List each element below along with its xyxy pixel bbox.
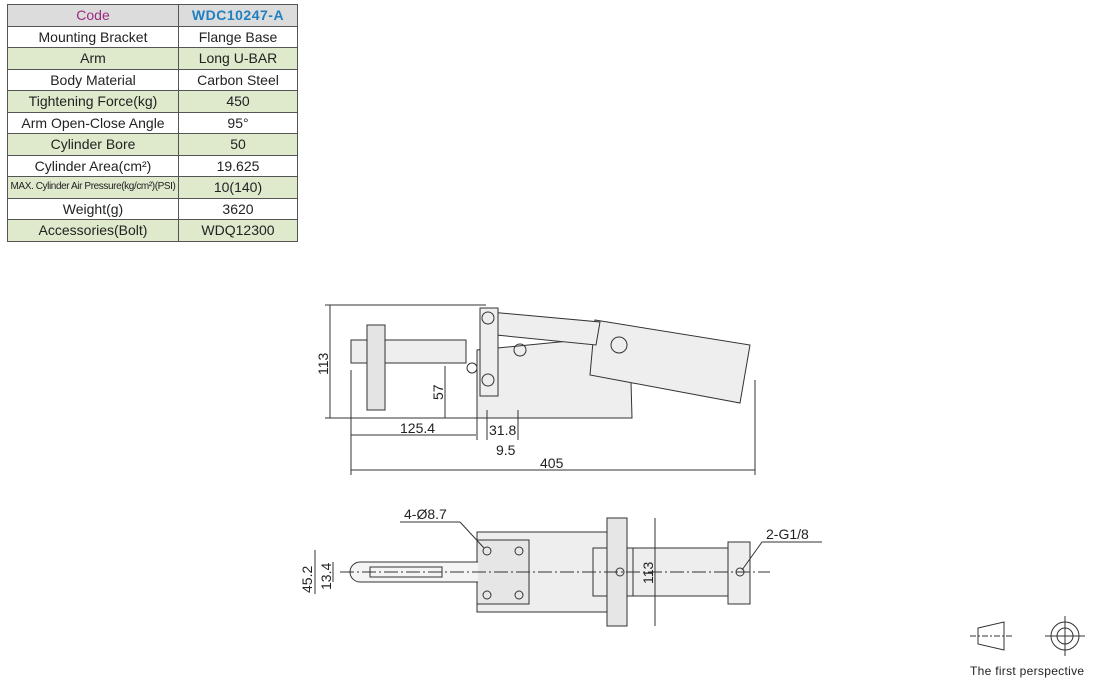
dim-57: 57 (430, 384, 446, 400)
row-value: 10(140) (178, 176, 298, 199)
row-value: 450 (178, 90, 298, 113)
cylinder (589, 319, 751, 404)
dim-13-4: 13.4 (318, 563, 334, 590)
row-value: Long U-BAR (178, 47, 298, 70)
row-label: Cylinder Area(cm²) (7, 154, 179, 177)
row-label: Tightening Force(kg) (7, 90, 179, 113)
dim-holes: 4-Ø8.7 (404, 506, 447, 522)
dim-125-4: 125.4 (400, 420, 435, 436)
lever (479, 307, 499, 397)
piston-rod (485, 311, 601, 346)
code-value: WDC10247-A (178, 4, 298, 27)
row-label: Accessories(Bolt) (7, 219, 179, 242)
dim-45-2: 45.2 (299, 566, 315, 593)
dim-port: 2-G1/8 (766, 526, 809, 542)
dim-9-5: 9.5 (496, 442, 516, 458)
dim-113-top: 113 (640, 561, 656, 584)
row-label: Arm Open-Close Angle (7, 111, 179, 134)
row-label: Arm (7, 47, 179, 70)
row-value: WDQ12300 (178, 219, 298, 242)
bolt (366, 324, 386, 411)
row-label: Cylinder Bore (7, 133, 179, 156)
row-value: 3620 (178, 197, 298, 220)
first-angle-projection-icon (970, 616, 1085, 656)
row-value: 50 (178, 133, 298, 156)
projection-label: The first perspective (970, 664, 1085, 678)
dim-31-8: 31.8 (489, 422, 516, 438)
dim-405: 405 (540, 455, 564, 471)
dim-113: 113 (315, 352, 331, 375)
code-label: Code (7, 4, 179, 27)
row-value: Carbon Steel (178, 68, 298, 91)
side-view: 405 125.4 31.8 9.5 113 57 (315, 304, 756, 475)
row-label: Body Material (7, 68, 179, 91)
top-view: 4-Ø8.7 2-G1/8 45.2 13.4 113 (299, 506, 822, 627)
row-value: 95° (178, 111, 298, 134)
